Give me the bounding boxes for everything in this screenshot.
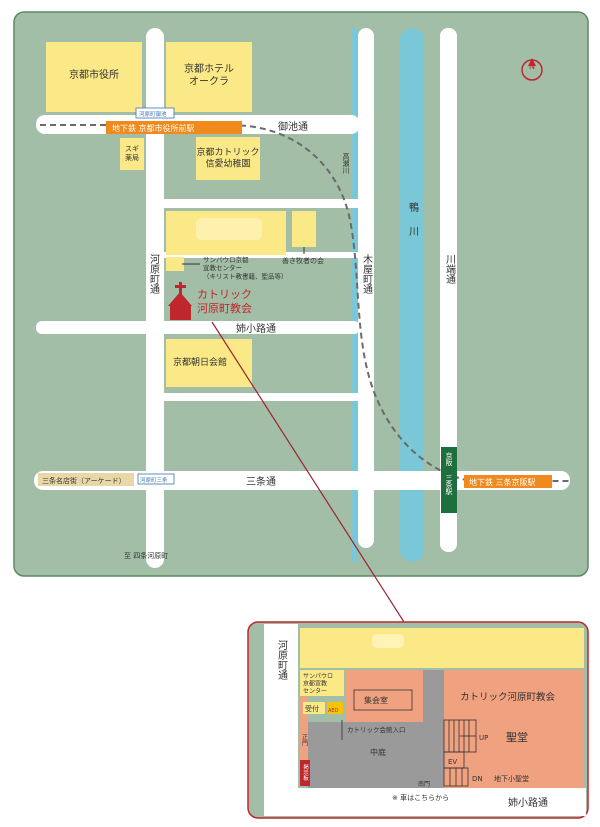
label-line: 信愛幼稚園 bbox=[205, 157, 250, 169]
inset-label-south-gate: 南門 bbox=[418, 780, 430, 788]
compass-arrow-icon bbox=[528, 58, 536, 66]
building-sugi-pharmacy bbox=[120, 138, 144, 170]
building-city-hall bbox=[46, 42, 142, 112]
label-line: スギ bbox=[125, 145, 139, 153]
bus-stop-oike-box bbox=[135, 107, 175, 119]
inset-church-building bbox=[444, 670, 584, 788]
label-sugi-pharmacy: スギ薬局 bbox=[125, 145, 139, 162]
arcade-box bbox=[38, 473, 134, 486]
inset-salmon-left bbox=[300, 696, 308, 786]
inset-label-church: カトリック河原町教会 bbox=[460, 691, 556, 703]
inset-label-courtyard: 中庭 bbox=[370, 747, 386, 757]
label-church-2: 河原町教会 bbox=[197, 302, 252, 315]
building-good-shepherd bbox=[292, 211, 316, 247]
label-line: 京都市役所 bbox=[69, 68, 119, 81]
inset-gray-right bbox=[423, 670, 444, 722]
inset-courtyard bbox=[308, 722, 444, 788]
inset-label-aed: AED bbox=[328, 708, 339, 714]
label-asahi-hall: 京都朝日会館 bbox=[173, 356, 227, 368]
label-arcade: 三条名店街（アーケード） bbox=[42, 476, 126, 485]
inset-assembly-box bbox=[353, 689, 413, 711]
inset-label-notice: 掲示板 bbox=[302, 763, 309, 782]
road-kawaramachi bbox=[146, 28, 164, 568]
inset-label-assembly: 集会室 bbox=[364, 695, 388, 705]
label-takase: 高瀬川 bbox=[342, 152, 350, 174]
inset-notice-box bbox=[300, 760, 310, 786]
subway-line bbox=[40, 124, 570, 482]
inset-label-hall-entrance: カトリック会館入口 bbox=[347, 725, 406, 734]
label-line: センター bbox=[303, 687, 327, 695]
label-street-anekoji: 姉小路通 bbox=[236, 322, 276, 335]
label-street-kawabata: 川端通 bbox=[444, 254, 456, 284]
inset-kawaramachi-road bbox=[264, 624, 298, 816]
label-city-hall: 京都市役所 bbox=[69, 68, 119, 81]
inset-label-basement: 地下小聖堂 bbox=[494, 774, 529, 783]
label-station-sanjo-keihan: 地下鉄 三条京阪駅 bbox=[469, 477, 536, 487]
inset-reception-box bbox=[303, 702, 325, 714]
label-line: オークラ bbox=[189, 76, 229, 88]
label-line: 京都ホテル bbox=[184, 62, 234, 75]
label-church-1: カトリック bbox=[197, 288, 252, 301]
label-street-kiyamachi: 木屋町通 bbox=[361, 254, 373, 294]
label-station-city-hall: 地下鉄 京都市役所前駅 bbox=[112, 123, 195, 133]
inset-label-kawaramachi: 河原町通 bbox=[276, 640, 288, 680]
label-bus-sanjo: 河原町三条 bbox=[140, 476, 168, 484]
inset-top-building bbox=[300, 628, 584, 668]
inset-aed-box bbox=[327, 702, 343, 714]
bus-stop-sanjo-box bbox=[137, 473, 175, 485]
building-blur bbox=[196, 218, 262, 240]
inset-label-reception: 受付 bbox=[305, 704, 319, 713]
inset-label-sanctuary: 聖堂 bbox=[506, 731, 528, 744]
label-street-kawaramachi: 河原町通 bbox=[148, 254, 160, 294]
building-kindergarten bbox=[196, 137, 260, 180]
building-st-paul-small bbox=[166, 257, 184, 271]
label-kindergarten: 京都カトリック信愛幼稚園 bbox=[196, 146, 259, 169]
inset-label-down: DN bbox=[472, 775, 483, 783]
road-kawabata bbox=[440, 28, 457, 552]
inset-top-blur bbox=[372, 634, 404, 648]
inset-stairs-down-icon bbox=[443, 767, 469, 787]
label-to-shijo: 至 四条河原町 bbox=[124, 551, 168, 560]
label-street-oike: 御池通 bbox=[278, 120, 308, 133]
takase-river bbox=[352, 28, 358, 562]
road-minor-2 bbox=[164, 393, 360, 401]
inset-label-main-gate: 正門 bbox=[301, 734, 308, 747]
label-kamo: 鴨川 bbox=[407, 201, 419, 250]
road-minor-1 bbox=[164, 199, 360, 208]
label-bus-oike: 河原町御池 bbox=[139, 110, 167, 118]
label-keihan-sanjo: 京阪 三条駅 bbox=[445, 451, 453, 496]
inset-anekoji-road bbox=[264, 788, 586, 816]
road-anekoji bbox=[36, 321, 360, 334]
inset-label-anekoji: 姉小路通 bbox=[508, 796, 548, 809]
label-street-sanjo: 三条通 bbox=[246, 475, 276, 488]
inset-label-car-note: ※ 車はこちらから bbox=[392, 793, 449, 802]
kamo-river bbox=[400, 28, 424, 562]
inset-label-ev: EV bbox=[448, 758, 457, 766]
road-kiyamachi bbox=[358, 28, 374, 548]
compass-label: N bbox=[529, 62, 535, 71]
label-line: 薬局 bbox=[125, 153, 139, 162]
label-line: サンパウロ京都 bbox=[203, 255, 249, 264]
inset-label-up: UP bbox=[479, 734, 488, 742]
station-sanjo-keihan-banner bbox=[464, 475, 552, 488]
inset-label-center: サンパウロ京都宣教センター bbox=[303, 672, 333, 695]
label-line: 京都宣教 bbox=[303, 680, 327, 688]
label-line: サンパウロ bbox=[303, 672, 333, 680]
label-good-shepherd: 善き牧者の会 bbox=[282, 256, 324, 265]
building-hotel-okura bbox=[166, 42, 252, 112]
label-line: （キリスト教書籍、聖品等） bbox=[203, 271, 288, 280]
label-hotel-okura: 京都ホテルオークラ bbox=[184, 62, 234, 88]
label-st-paul-center: サンパウロ京都宣教センター（キリスト教書籍、聖品等） bbox=[203, 255, 288, 280]
label-line: 京都カトリック bbox=[196, 146, 259, 158]
church-icon bbox=[168, 282, 192, 320]
label-line: 宣教センター bbox=[203, 263, 242, 272]
station-city-hall-banner bbox=[106, 121, 242, 134]
inset-center-building bbox=[300, 670, 344, 696]
keihan-station-box bbox=[441, 447, 457, 513]
inset-leader-line bbox=[211, 321, 405, 623]
